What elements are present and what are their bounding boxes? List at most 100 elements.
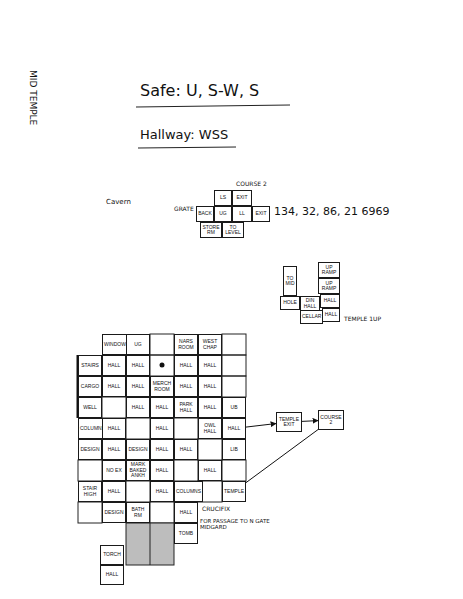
- room-box: STAIR HIGH: [78, 481, 102, 502]
- room-name: HALL: [200, 363, 220, 369]
- room-box: EXIT: [232, 190, 252, 206]
- room-name: HALL: [152, 489, 172, 495]
- room-box: DIN HALL: [300, 296, 320, 311]
- room-box: NARS ROOM: [174, 334, 198, 355]
- room-box: HALL: [126, 397, 150, 418]
- room-box: NO EX: [102, 460, 126, 481]
- room-name: HALL: [128, 384, 148, 390]
- room-box: HALL: [174, 502, 198, 523]
- room-box: HALL: [198, 397, 222, 418]
- room-box: HALL: [126, 355, 150, 376]
- room-box: TO MID: [283, 266, 297, 296]
- room-name: WEST CHAP: [200, 339, 220, 350]
- room-name: DESIGN: [128, 447, 148, 453]
- note-text: FOR PASSAGE TO N GATE MIDGARD: [200, 518, 284, 531]
- room-name: HALL: [176, 384, 196, 390]
- room-name: HALL: [104, 384, 124, 390]
- room-box: STAIRS: [78, 355, 102, 376]
- room-box: CELLAR: [300, 310, 323, 324]
- room-name: CARGO: [80, 384, 100, 390]
- room-box: HALL: [150, 439, 174, 460]
- room-name: COURSE 2: [320, 415, 342, 426]
- room-box: HALL: [102, 439, 126, 460]
- underline: [138, 147, 236, 148]
- shaded-area: [126, 523, 174, 565]
- room-box: HALL: [100, 565, 124, 585]
- room-box: WELL: [78, 397, 102, 418]
- room-name: HALL: [104, 489, 124, 495]
- room-name: EXIT: [254, 211, 268, 217]
- room-name: TEMPLE EXIT: [278, 417, 300, 428]
- room-name: HALL: [322, 298, 338, 304]
- room-name: CELLAR: [302, 314, 321, 320]
- room-box: HALL: [102, 418, 126, 439]
- room-box: TOMB: [174, 523, 198, 544]
- room-name: WELL: [80, 405, 100, 411]
- note-text: Hallway: WSS: [140, 128, 228, 143]
- room-box: HALL: [198, 460, 222, 481]
- room-box: TEMPLE EXIT: [276, 412, 302, 432]
- room-name: DESIGN: [80, 447, 100, 453]
- room-name: NO EX: [104, 468, 124, 474]
- room-box: TORCH: [100, 545, 124, 565]
- room-box: HALL: [102, 481, 126, 502]
- room-box: UP RAMP: [318, 278, 340, 294]
- room-box: LIB: [222, 439, 246, 460]
- room-box: LL: [232, 206, 252, 222]
- note-text: CRUCIFIX: [202, 506, 230, 513]
- room-name: MARK BAKED ANKH: [128, 462, 148, 479]
- room-box: OWL HALL: [198, 418, 222, 439]
- room-box: HALL: [102, 376, 126, 397]
- room-name: STAIR HIGH: [80, 486, 100, 497]
- room-name: HALL: [176, 447, 196, 453]
- note-text: 134, 32, 86, 21 6969: [274, 206, 389, 219]
- note-text: TEMPLE 1UP: [344, 316, 381, 323]
- room-name: HALL: [324, 312, 338, 318]
- room-name: DESIGN: [104, 510, 124, 516]
- room-box: STORE RM: [200, 222, 222, 238]
- room-name: HALL: [152, 405, 172, 411]
- room-name: TO LEVEL: [224, 225, 242, 236]
- note-text: Safe: U, S-W, S: [140, 82, 259, 100]
- room-box: HALL: [222, 418, 246, 439]
- room-box: EXIT: [252, 206, 270, 222]
- room-name: TEMPLE: [224, 489, 244, 495]
- room-name: TO MID: [285, 276, 295, 287]
- room-name: TOMB: [176, 531, 196, 537]
- room-box: HALL: [174, 376, 198, 397]
- room-box: HALL: [150, 397, 174, 418]
- room-box: HALL: [150, 460, 174, 481]
- note-text: MID TEMPLE: [28, 70, 38, 125]
- room-name: HALL: [176, 510, 196, 516]
- room-name: HALL: [224, 426, 244, 432]
- room-box: TO LEVEL: [222, 222, 244, 238]
- room-box: HALL: [320, 294, 340, 308]
- room-name: DIN HALL: [302, 298, 318, 309]
- room-name: HALL: [200, 405, 220, 411]
- passage-line: [302, 420, 318, 422]
- room-box: COURSE 2: [318, 410, 344, 430]
- room-name: HALL: [128, 405, 148, 411]
- room-name: HALL: [104, 447, 124, 453]
- room-name: LL: [234, 211, 250, 217]
- room-box: UB: [222, 397, 246, 418]
- room-box: LS: [214, 190, 232, 206]
- note-text: Cavern: [106, 198, 131, 206]
- room-box: WEST CHAP: [198, 334, 222, 355]
- room-box: HALL: [322, 308, 340, 322]
- room-name: HALL: [200, 468, 220, 474]
- room-name: HALL: [102, 572, 122, 578]
- room-name: HALL: [104, 426, 124, 432]
- room-name: STAIRS: [80, 363, 100, 369]
- room-name: EXIT: [234, 195, 250, 201]
- underline: [136, 105, 290, 107]
- room-name: UG: [216, 211, 230, 217]
- room-box: TEMPLE: [222, 481, 246, 502]
- room-name: UG: [128, 342, 148, 348]
- room-box: UG: [126, 334, 150, 355]
- room-box: UP RAMP: [318, 262, 340, 278]
- room-box: DESIGN: [78, 439, 102, 460]
- room-box: WINDOW: [102, 334, 128, 355]
- room-box: MARK BAKED ANKH: [126, 460, 150, 481]
